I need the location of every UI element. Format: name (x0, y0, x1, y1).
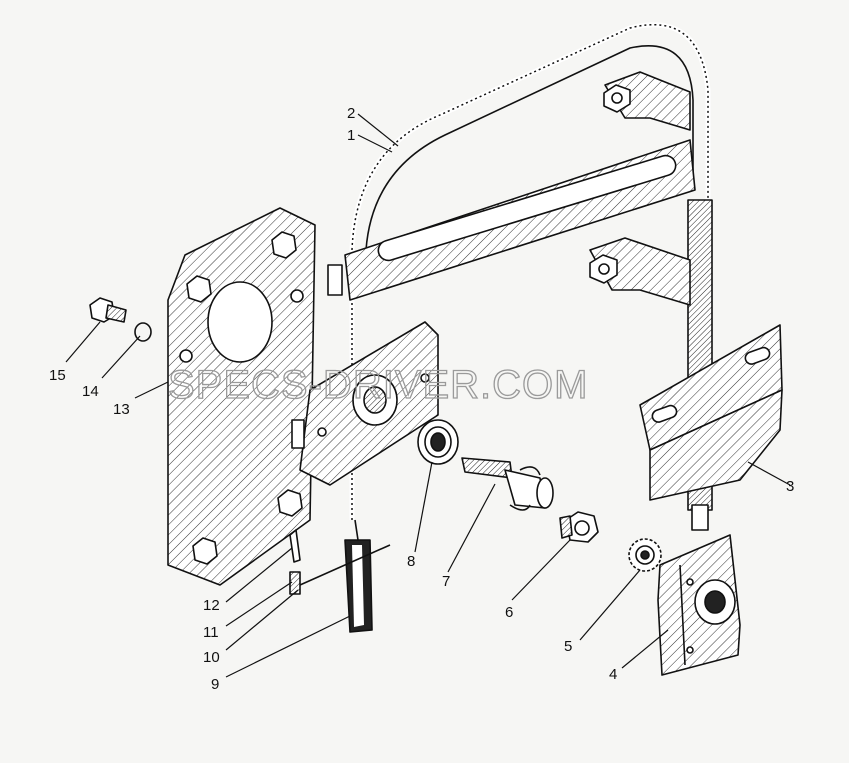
leader-6 (511, 539, 571, 601)
leader-13 (134, 381, 169, 399)
leader-15 (65, 321, 101, 363)
leader-4 (621, 629, 669, 669)
leader-7 (447, 483, 496, 573)
gear (628, 538, 662, 572)
lower-bracket (589, 237, 691, 306)
mounting-plate (167, 207, 316, 586)
bolt (89, 297, 127, 323)
leader-8 (414, 461, 433, 553)
cotter-pin (289, 529, 301, 563)
callout-14: 14 (82, 383, 99, 400)
glass-bracket (639, 324, 783, 501)
leader-10 (225, 589, 299, 651)
callout-1: 1 (347, 127, 355, 144)
leader-1 (357, 134, 393, 153)
leader-12 (225, 547, 293, 603)
regulator-mechanism-plate (291, 321, 439, 486)
leader-2 (357, 113, 399, 147)
bushing (559, 511, 599, 543)
callout-8: 8 (407, 553, 415, 570)
callout-5: 5 (564, 638, 572, 655)
callout-15: 15 (49, 367, 66, 384)
callout-3: 3 (786, 478, 794, 495)
callout-6: 6 (505, 604, 513, 621)
watermark: SPECS-DRIVER.COM (168, 363, 589, 407)
spring (417, 419, 459, 465)
callout-labels: 1 2 3 4 5 6 7 8 9 10 11 12 13 14 15 (49, 105, 794, 693)
leader-14 (101, 335, 141, 379)
callout-12: 12 (203, 597, 220, 614)
pulley-bracket (657, 534, 741, 676)
upper-bracket (603, 71, 691, 131)
leader-lines (65, 113, 791, 678)
callout-11: 11 (203, 624, 219, 641)
callout-9: 9 (211, 676, 219, 693)
callout-4: 4 (609, 666, 617, 683)
leader-9 (225, 615, 351, 678)
callout-2: 2 (347, 105, 355, 122)
drive-shaft (461, 457, 554, 511)
cable-sleeve (299, 519, 391, 633)
callout-13: 13 (113, 401, 130, 418)
callout-7: 7 (442, 573, 450, 590)
leader-5 (579, 569, 641, 641)
callout-10: 10 (203, 649, 220, 666)
spring-washer (134, 322, 152, 342)
leader-3 (747, 461, 791, 486)
cross-bar (327, 139, 696, 301)
leader-11 (225, 581, 293, 627)
